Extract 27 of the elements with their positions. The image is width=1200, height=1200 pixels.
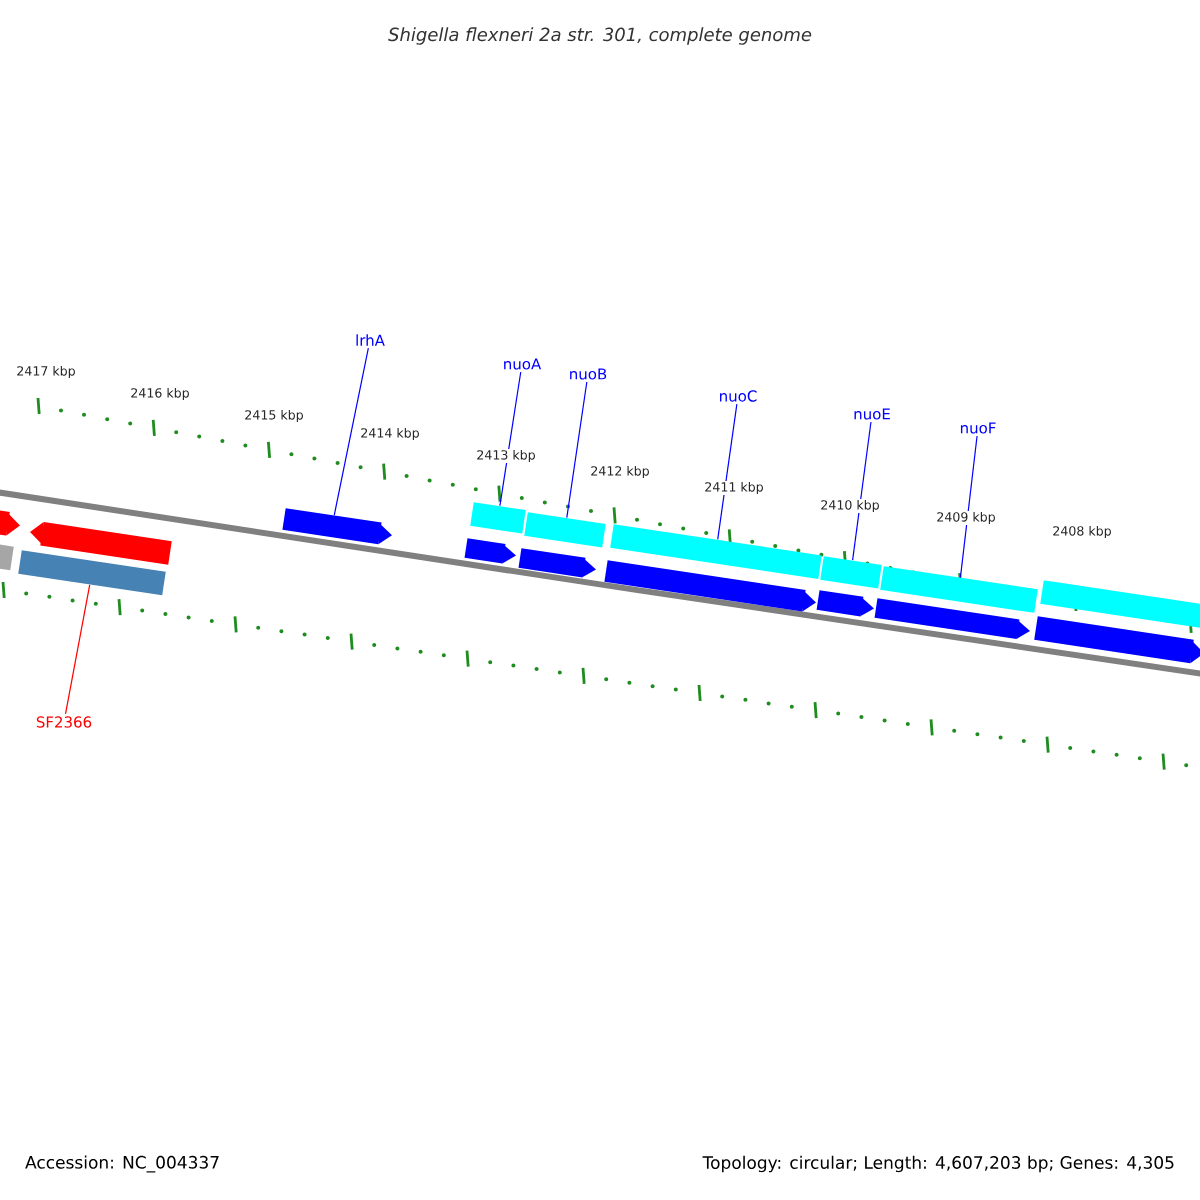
- gene-feature: [464, 538, 516, 564]
- gene-bar: [0, 544, 14, 571]
- gene-feature: [282, 508, 392, 545]
- gene-feature: [604, 560, 816, 612]
- gene-bar: [1040, 580, 1200, 629]
- leader-line: [566, 381, 588, 519]
- footer-text: Accession: NC_004337: [25, 1155, 219, 1173]
- gene-feature: [874, 598, 1030, 640]
- footer-text: Topology: circular; Length: 4,607,203 bp; Genes: 4,305: [702, 1155, 1174, 1173]
- gene-feature: [30, 522, 172, 565]
- leader-line: [959, 435, 978, 578]
- gene-feature: [518, 548, 596, 578]
- gene-bar: [610, 524, 822, 579]
- gene-bar: [820, 556, 882, 589]
- gene-bar: [880, 566, 1038, 613]
- leader-line: [852, 421, 872, 561]
- gene-bar: [18, 550, 166, 596]
- gene-bar: [470, 502, 526, 534]
- gene-feature: [816, 590, 874, 617]
- leader-line: [499, 371, 522, 507]
- gene-bar: [524, 512, 606, 548]
- gene-feature: [0, 510, 20, 536]
- title: Shigella flexneri 2a str. 301, complete genome: [388, 27, 812, 45]
- leader-line: [333, 347, 369, 516]
- leader-line: [717, 403, 738, 541]
- leader-line: [64, 584, 91, 715]
- gene-feature: [1034, 616, 1200, 664]
